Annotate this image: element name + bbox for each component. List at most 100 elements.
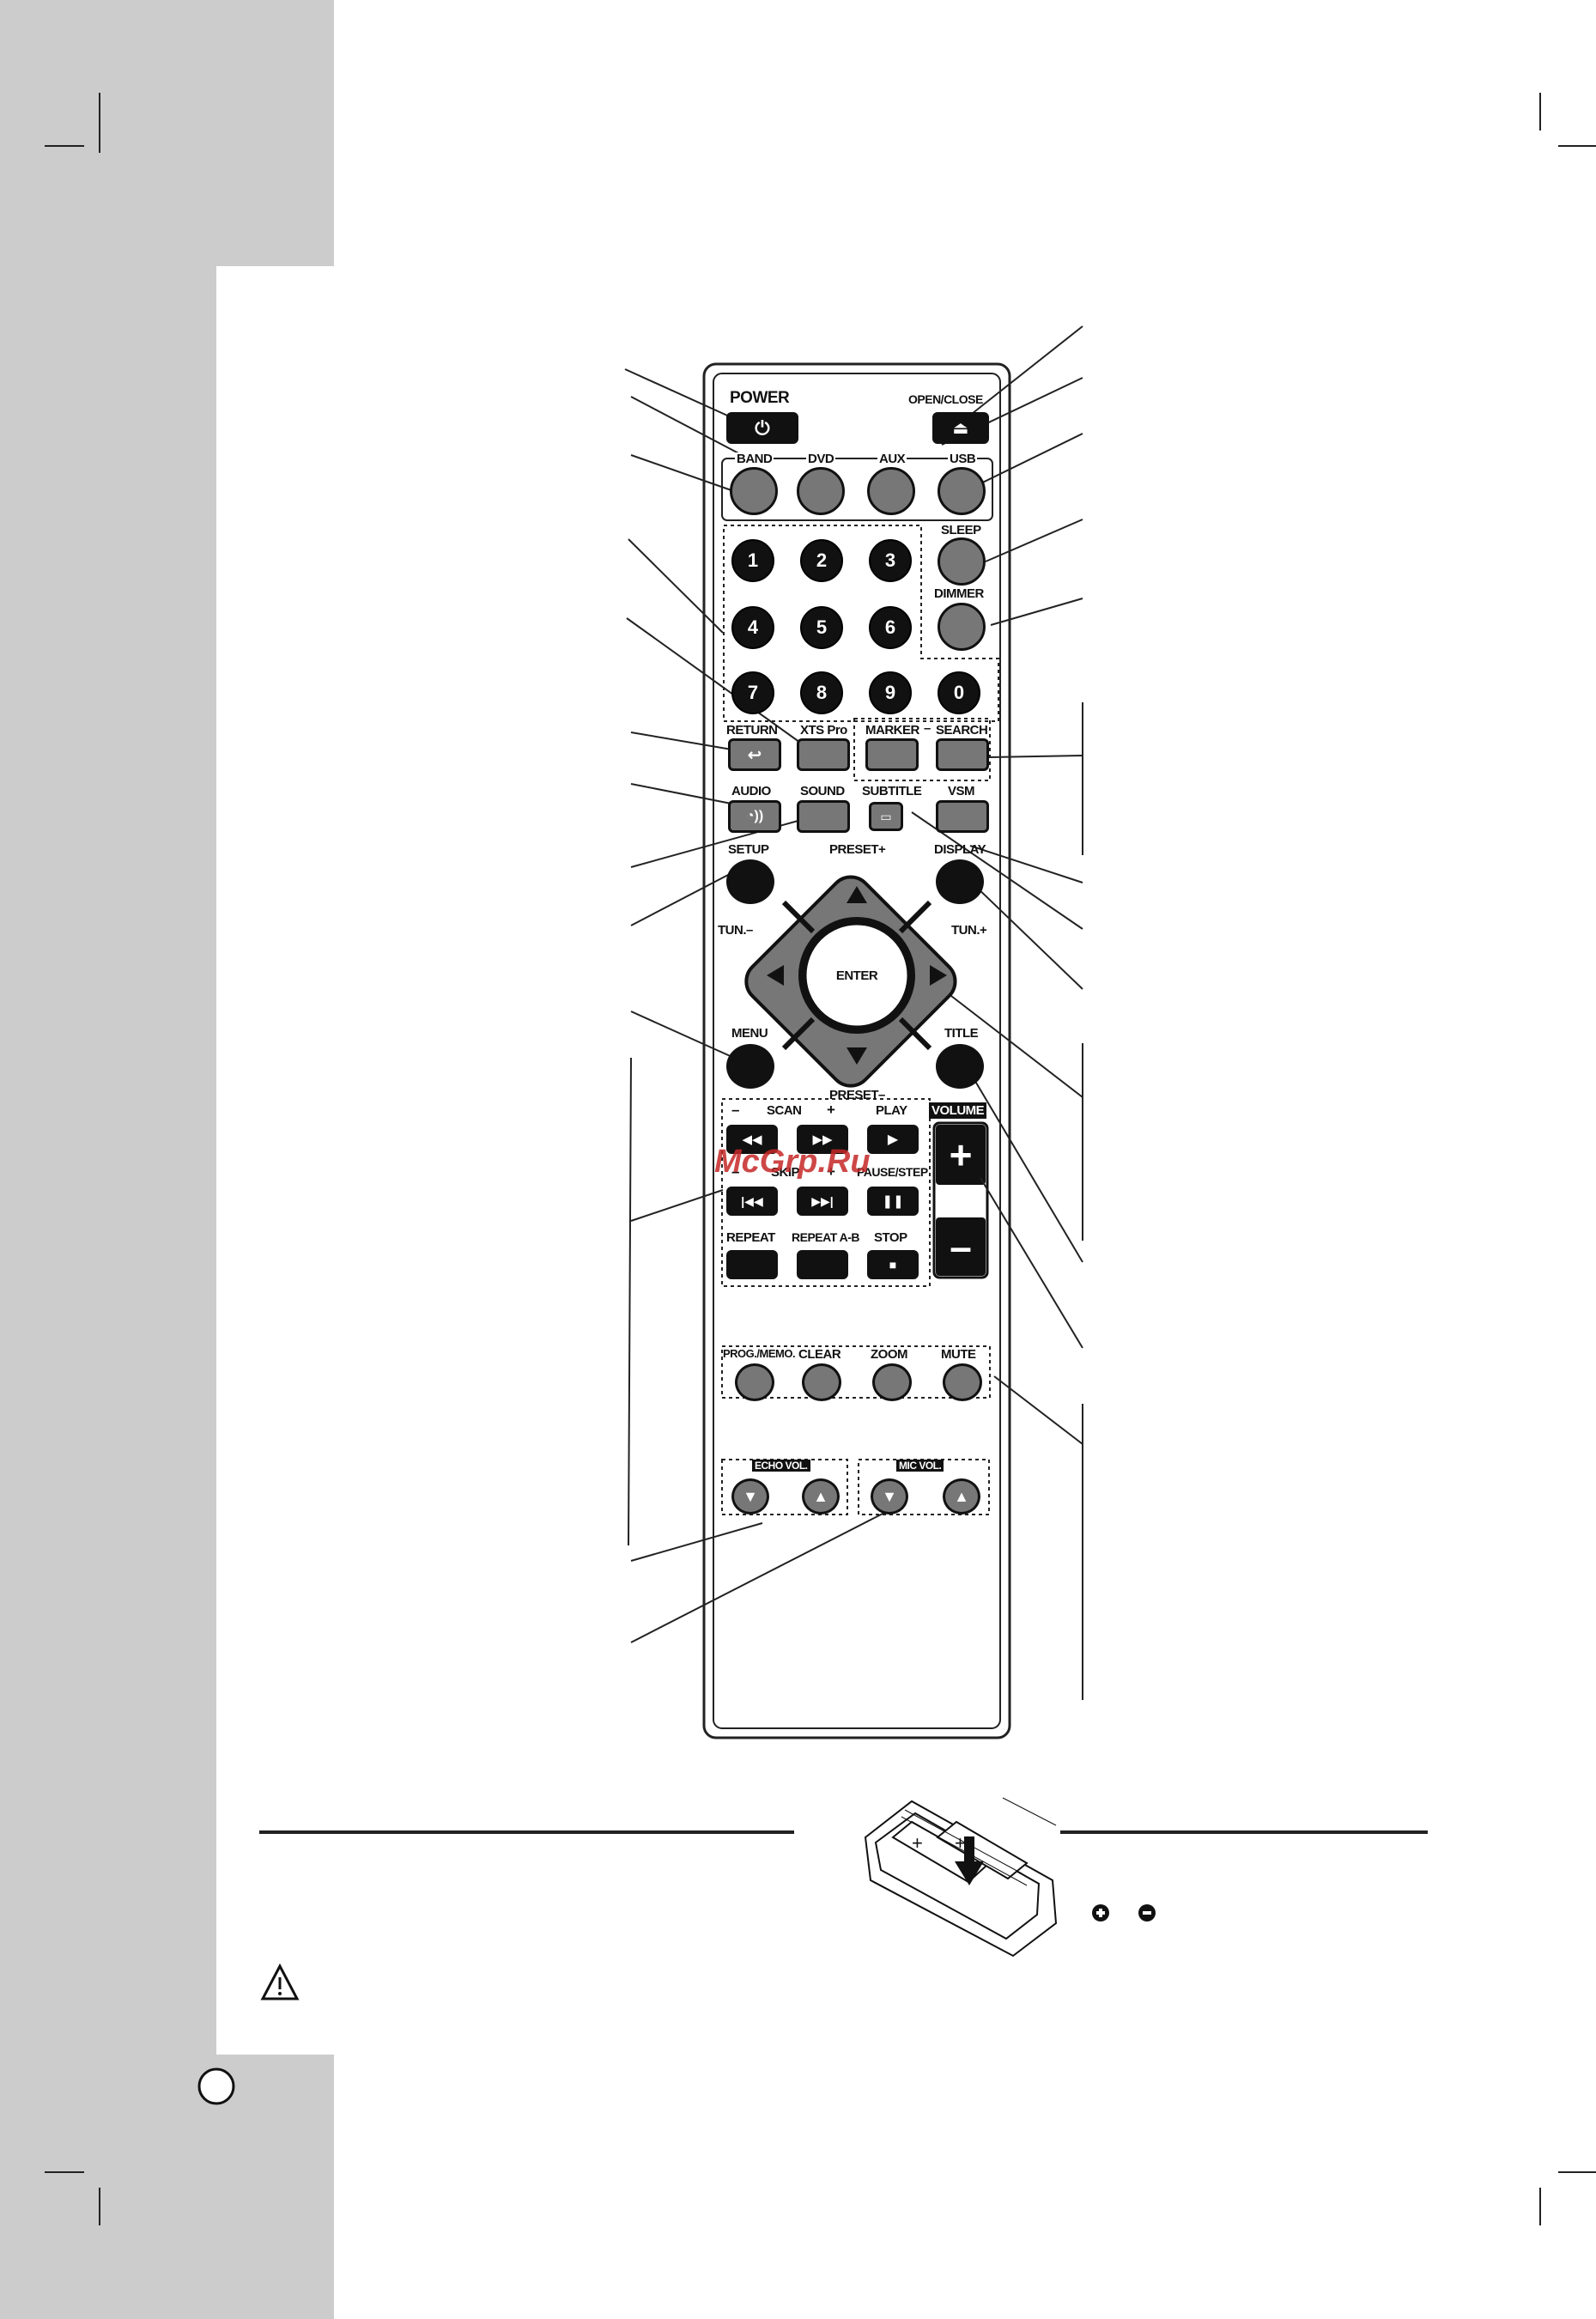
left-margin-band — [0, 0, 216, 2319]
svg-text:+: + — [955, 1832, 966, 1854]
digit-1-button[interactable]: 1 — [731, 539, 774, 582]
subtitle-icon: ▭ — [880, 809, 892, 823]
dvd-button[interactable] — [797, 467, 845, 515]
digit-3-button[interactable]: 3 — [869, 539, 912, 582]
dpad-right-button[interactable] — [915, 943, 963, 1008]
open-close-button[interactable]: ⏏ — [932, 412, 989, 444]
audio-icon: ◔)) — [745, 809, 764, 823]
scan-minus-sign: – — [731, 1102, 739, 1118]
aux-label: AUX — [877, 452, 907, 466]
callout-lines — [624, 325, 1083, 1700]
marker-label: MARKER — [865, 723, 919, 738]
stop-icon: ■ — [889, 1258, 897, 1272]
sleep-button[interactable] — [938, 537, 986, 586]
aux-button[interactable] — [867, 467, 915, 515]
repeat-label: REPEAT — [726, 1230, 775, 1245]
repeat-ab-label: REPEAT A-B — [792, 1230, 860, 1244]
dvd-label: DVD — [806, 452, 836, 466]
digit-9-button[interactable]: 9 — [869, 671, 912, 714]
digit-0-button[interactable]: 0 — [938, 671, 980, 714]
enter-button[interactable]: ENTER — [807, 926, 907, 1025]
eject-icon: ⏏ — [952, 419, 969, 438]
power-button[interactable]: ⏻ — [726, 412, 798, 444]
zoom-button[interactable] — [872, 1363, 912, 1401]
marker-search-dash: – — [924, 721, 931, 736]
up-arrow-icon: ▲ — [813, 1487, 828, 1505]
tuning-plus-label: TUN.+ — [951, 923, 987, 938]
marker-button[interactable] — [865, 738, 919, 771]
repeat-ab-button[interactable] — [797, 1250, 848, 1279]
xts-pro-button[interactable] — [797, 738, 850, 771]
digit-6-button[interactable]: 6 — [869, 606, 912, 649]
mute-button[interactable] — [943, 1363, 982, 1401]
digit-8-button[interactable]: 8 — [800, 671, 843, 714]
skip-forward-icon: ▶▶| — [811, 1193, 834, 1208]
volume-up-button[interactable]: + — [936, 1125, 986, 1185]
prog-memo-label: PROG./MEMO. — [723, 1347, 796, 1360]
display-button[interactable] — [936, 859, 984, 904]
usb-label: USB — [948, 452, 978, 466]
dpad-down-button[interactable] — [824, 1034, 889, 1082]
scan-back-button[interactable]: ◀◀ — [726, 1125, 778, 1154]
mute-label: MUTE — [941, 1347, 976, 1362]
usb-button[interactable] — [938, 467, 986, 515]
play-button[interactable]: ▶ — [867, 1125, 919, 1154]
play-icon: ▶ — [887, 1132, 899, 1147]
rewind-icon: ◀◀ — [742, 1132, 762, 1147]
volume-rocker — [932, 1121, 989, 1279]
band-button[interactable] — [730, 467, 778, 515]
fast-forward-icon: ▶▶ — [812, 1132, 833, 1147]
volume-up-sign: + — [949, 1132, 973, 1177]
digit-5-button[interactable]: 5 — [800, 606, 843, 649]
pause-step-button[interactable]: ❚❚ — [867, 1187, 919, 1216]
up-arrow-icon: ▲ — [954, 1487, 969, 1505]
vsm-button[interactable] — [936, 800, 989, 833]
preset-plus-label: PRESET+ — [829, 842, 886, 857]
polarity-marks — [1092, 1904, 1156, 1921]
mic-vol-up-button[interactable]: ▲ — [943, 1478, 980, 1515]
clear-button[interactable] — [802, 1363, 841, 1401]
zoom-label: ZOOM — [871, 1347, 908, 1362]
digit-2-button[interactable]: 2 — [800, 539, 843, 582]
svg-text:+: + — [912, 1832, 923, 1854]
enter-label: ENTER — [835, 968, 878, 983]
tuning-minus-label: TUN.– — [718, 923, 753, 938]
echo-vol-down-button[interactable]: ▼ — [731, 1478, 769, 1515]
open-close-label: OPEN/CLOSE — [908, 392, 983, 406]
search-button[interactable] — [936, 738, 989, 771]
pause-icon: ❚❚ — [882, 1194, 904, 1209]
return-label: RETURN — [726, 723, 778, 738]
echo-vol-up-button[interactable]: ▲ — [802, 1478, 840, 1515]
dimmer-button[interactable] — [938, 603, 986, 651]
dpad-left-button[interactable] — [750, 943, 798, 1008]
prog-memo-button[interactable] — [735, 1363, 774, 1401]
dpad-up-button[interactable] — [824, 869, 889, 917]
dpad-shape — [744, 875, 957, 1088]
down-arrow-icon: ▼ — [743, 1487, 758, 1505]
power-icon: ⏻ — [755, 416, 770, 439]
skip-label: SKIP — [771, 1165, 800, 1180]
volume-down-button[interactable]: – — [936, 1217, 986, 1276]
setup-button[interactable] — [726, 859, 774, 904]
subtitle-button[interactable]: ▭ — [869, 802, 903, 831]
mic-vol-label: MIC VOL. — [896, 1460, 944, 1472]
digit-7-button[interactable]: 7 — [731, 671, 774, 714]
subtitle-label: SUBTITLE — [862, 784, 922, 798]
skip-back-button[interactable]: |◀◀ — [726, 1187, 778, 1216]
return-button[interactable]: ↩ — [728, 738, 781, 771]
menu-button[interactable] — [726, 1044, 774, 1089]
repeat-button[interactable] — [726, 1250, 778, 1279]
digit-4-button[interactable]: 4 — [731, 606, 774, 649]
title-button[interactable] — [936, 1044, 984, 1089]
title-label: TITLE — [944, 1026, 979, 1041]
sound-button[interactable] — [797, 800, 850, 833]
menu-label: MENU — [731, 1026, 768, 1041]
skip-forward-button[interactable]: ▶▶| — [797, 1187, 848, 1216]
skip-minus-sign: – — [731, 1163, 739, 1180]
scan-forward-button[interactable]: ▶▶ — [797, 1125, 848, 1154]
mic-vol-down-button[interactable]: ▼ — [871, 1478, 908, 1515]
skip-back-icon: |◀◀ — [741, 1193, 763, 1208]
audio-button[interactable]: ◔)) — [728, 800, 781, 833]
stop-button[interactable]: ■ — [867, 1250, 919, 1279]
